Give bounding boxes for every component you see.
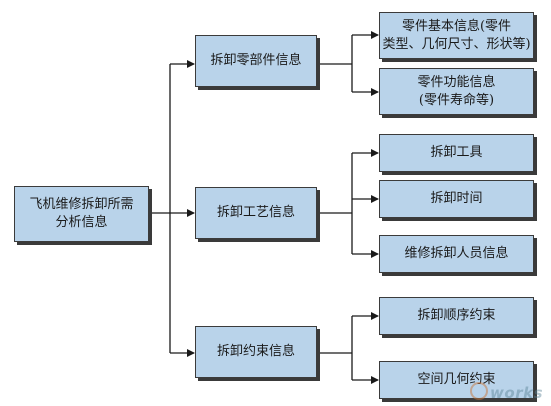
leaf-node-personnel: 维修拆卸人员信息 [379,235,534,273]
branch-node-parts-info: 拆卸零部件信息 [195,35,317,87]
watermark-circle-icon [470,382,489,400]
branch-node-constraint-info: 拆卸约束信息 [195,326,317,378]
branch-node-process-info: 拆卸工艺信息 [195,187,317,239]
leaf-node-part-basic-info: 零件基本信息(零件 类型、几何尺寸、形状等) [379,12,534,59]
leaf-node-tools: 拆卸工具 [379,134,534,172]
leaf-node-part-function-info: 零件功能信息 (零件寿命等) [379,68,534,115]
watermark-text: works [490,384,543,402]
root-node: 飞机维修拆卸所需 分析信息 [14,186,149,242]
leaf-node-time: 拆卸时间 [379,180,534,218]
watermark-logo: works [470,382,543,402]
leaf-node-sequence-constraint: 拆卸顺序约束 [379,297,534,335]
leaf-node-geometry-constraint: 空间几何约束 [379,361,534,399]
